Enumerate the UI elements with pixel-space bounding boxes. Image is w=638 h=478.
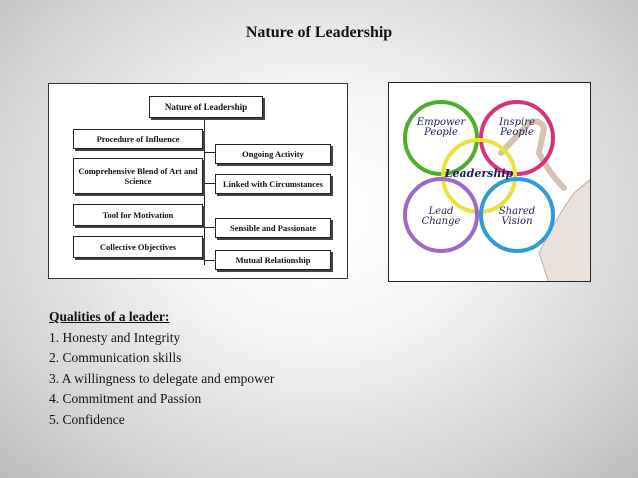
empower-people-label: Empower People xyxy=(416,117,466,138)
diagram-right-box: Sensible and Passionate xyxy=(215,218,331,238)
leadership-center-label: Leadership xyxy=(444,167,514,180)
diagram-left-box: Collective Objectives xyxy=(73,236,203,258)
quality-item: 5. Confidence xyxy=(49,411,125,427)
quality-item: 3. A willingness to delegate and empower xyxy=(49,370,275,386)
leadership-circles-graphic xyxy=(403,100,590,281)
qualities-heading: Qualities of a leader: xyxy=(49,309,170,324)
lead-change-circle xyxy=(403,177,479,253)
diagram-connector xyxy=(205,152,215,153)
qualities-section: Qualities of a leader: 1. Honesty and In… xyxy=(49,307,274,430)
diagram-left-box: Procedure of Influence xyxy=(73,129,203,149)
diagram-root-box: Nature of Leadership xyxy=(149,96,263,118)
leadership-circles-image: Empower People Inspire People Leadership… xyxy=(388,82,591,282)
diagram-right-box: Ongoing Activity xyxy=(215,144,331,164)
diagram-trunk xyxy=(204,119,205,265)
diagram-left-box: Comprehensive Blend of Art and Science xyxy=(73,158,203,194)
quality-item: 2. Communication skills xyxy=(49,350,182,365)
diagram-connector xyxy=(205,260,215,261)
diagram-right-box: Linked with Circumstances xyxy=(215,174,331,194)
diagram-connector xyxy=(205,227,215,228)
empower-circle xyxy=(403,100,479,176)
diagram-right-box: Mutual Relationship xyxy=(215,250,331,270)
center-circle xyxy=(441,138,517,214)
fingers-graphic xyxy=(498,118,567,191)
slide-title: Nature of Leadership xyxy=(245,24,393,41)
shared-vision-circle xyxy=(479,177,555,253)
diagram-left-box: Tool for Motivation xyxy=(73,204,203,226)
nature-of-leadership-diagram: Nature of Leadership Procedure of Influe… xyxy=(48,83,348,279)
quality-item: 4. Commitment and Passion xyxy=(49,391,202,406)
lead-change-label: Lead Change xyxy=(421,206,461,227)
hand-graphic xyxy=(538,179,590,281)
diagram-connector xyxy=(205,183,215,184)
inspire-people-label: Inspire People xyxy=(499,117,535,138)
inspire-circle xyxy=(479,100,555,176)
shared-vision-label: Shared Vision xyxy=(498,206,536,227)
quality-item: 1. Honesty and Integrity xyxy=(49,329,181,345)
